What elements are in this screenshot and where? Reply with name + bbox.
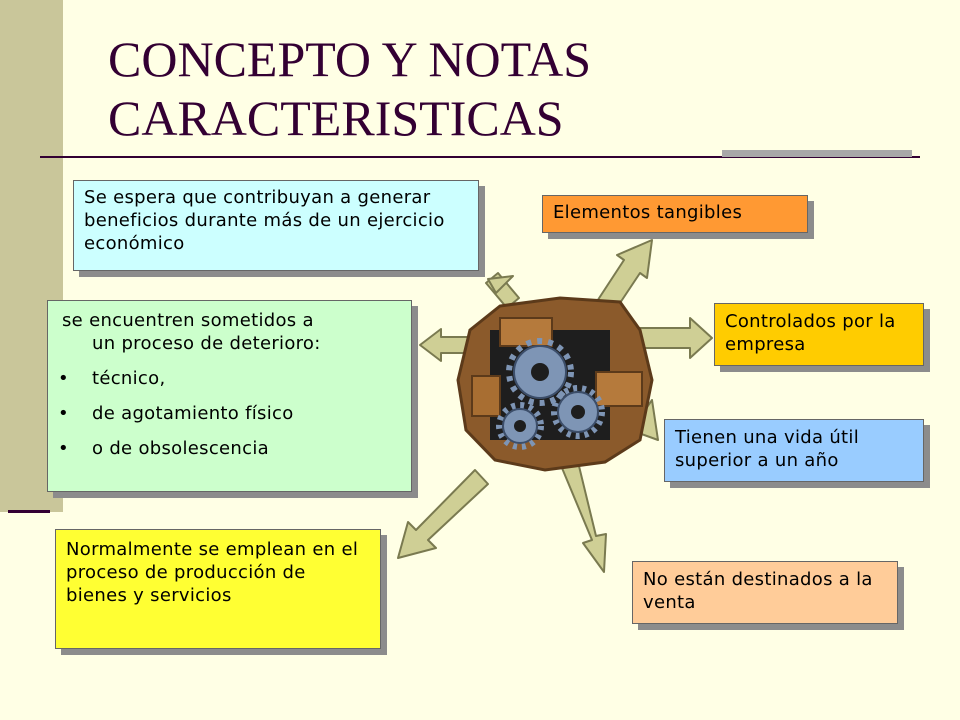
box-produccion: Normalmente se emplean en el proceso de …	[55, 529, 381, 649]
arrow-down	[561, 461, 607, 573]
page-title: CONCEPTO Y NOTAS CARACTERISTICAS	[108, 31, 592, 146]
arrow-down-left	[397, 469, 489, 559]
box-deterioro: se encuentren sometidos a un proceso de …	[47, 300, 412, 492]
box-vida-util: Tienen una vida útil superior a un año	[664, 419, 924, 482]
list-item: o de obsolescencia	[54, 437, 405, 460]
list-item: técnico,	[54, 367, 405, 390]
box-venta: No están destinados a la venta	[632, 561, 898, 624]
box-produccion-text: Normalmente se emplean en el proceso de …	[66, 539, 359, 606]
side-line	[8, 510, 50, 513]
box-controlados-text: Controlados por la empresa	[725, 311, 896, 355]
arrow-up-left-head	[487, 275, 514, 294]
box-controlados: Controlados por la empresa	[714, 303, 924, 366]
deterioro-list: técnico, de agotamiento físico o de obso…	[54, 367, 405, 460]
box-tangibles-text: Elementos tangibles	[553, 202, 743, 223]
title-rule	[40, 156, 920, 158]
box-venta-text: No están destinados a la venta	[643, 569, 873, 613]
box-vida-util-text: Tienen una vida útil superior a un año	[675, 427, 859, 471]
box-deterioro-intro-b: un proceso de deterioro:	[92, 333, 321, 354]
box-tangibles: Elementos tangibles	[542, 195, 808, 233]
box-deterioro-intro: se encuentren sometidos a un proceso de …	[54, 309, 405, 355]
box-beneficios-text: Se espera que contribuyan a generar bene…	[84, 187, 445, 254]
list-item: de agotamiento físico	[54, 402, 405, 425]
gears-icon	[456, 296, 654, 472]
title-accent	[722, 150, 912, 157]
box-deterioro-intro-a: se encuentren sometidos a	[62, 310, 314, 331]
box-beneficios: Se espera que contribuyan a generar bene…	[73, 180, 479, 271]
